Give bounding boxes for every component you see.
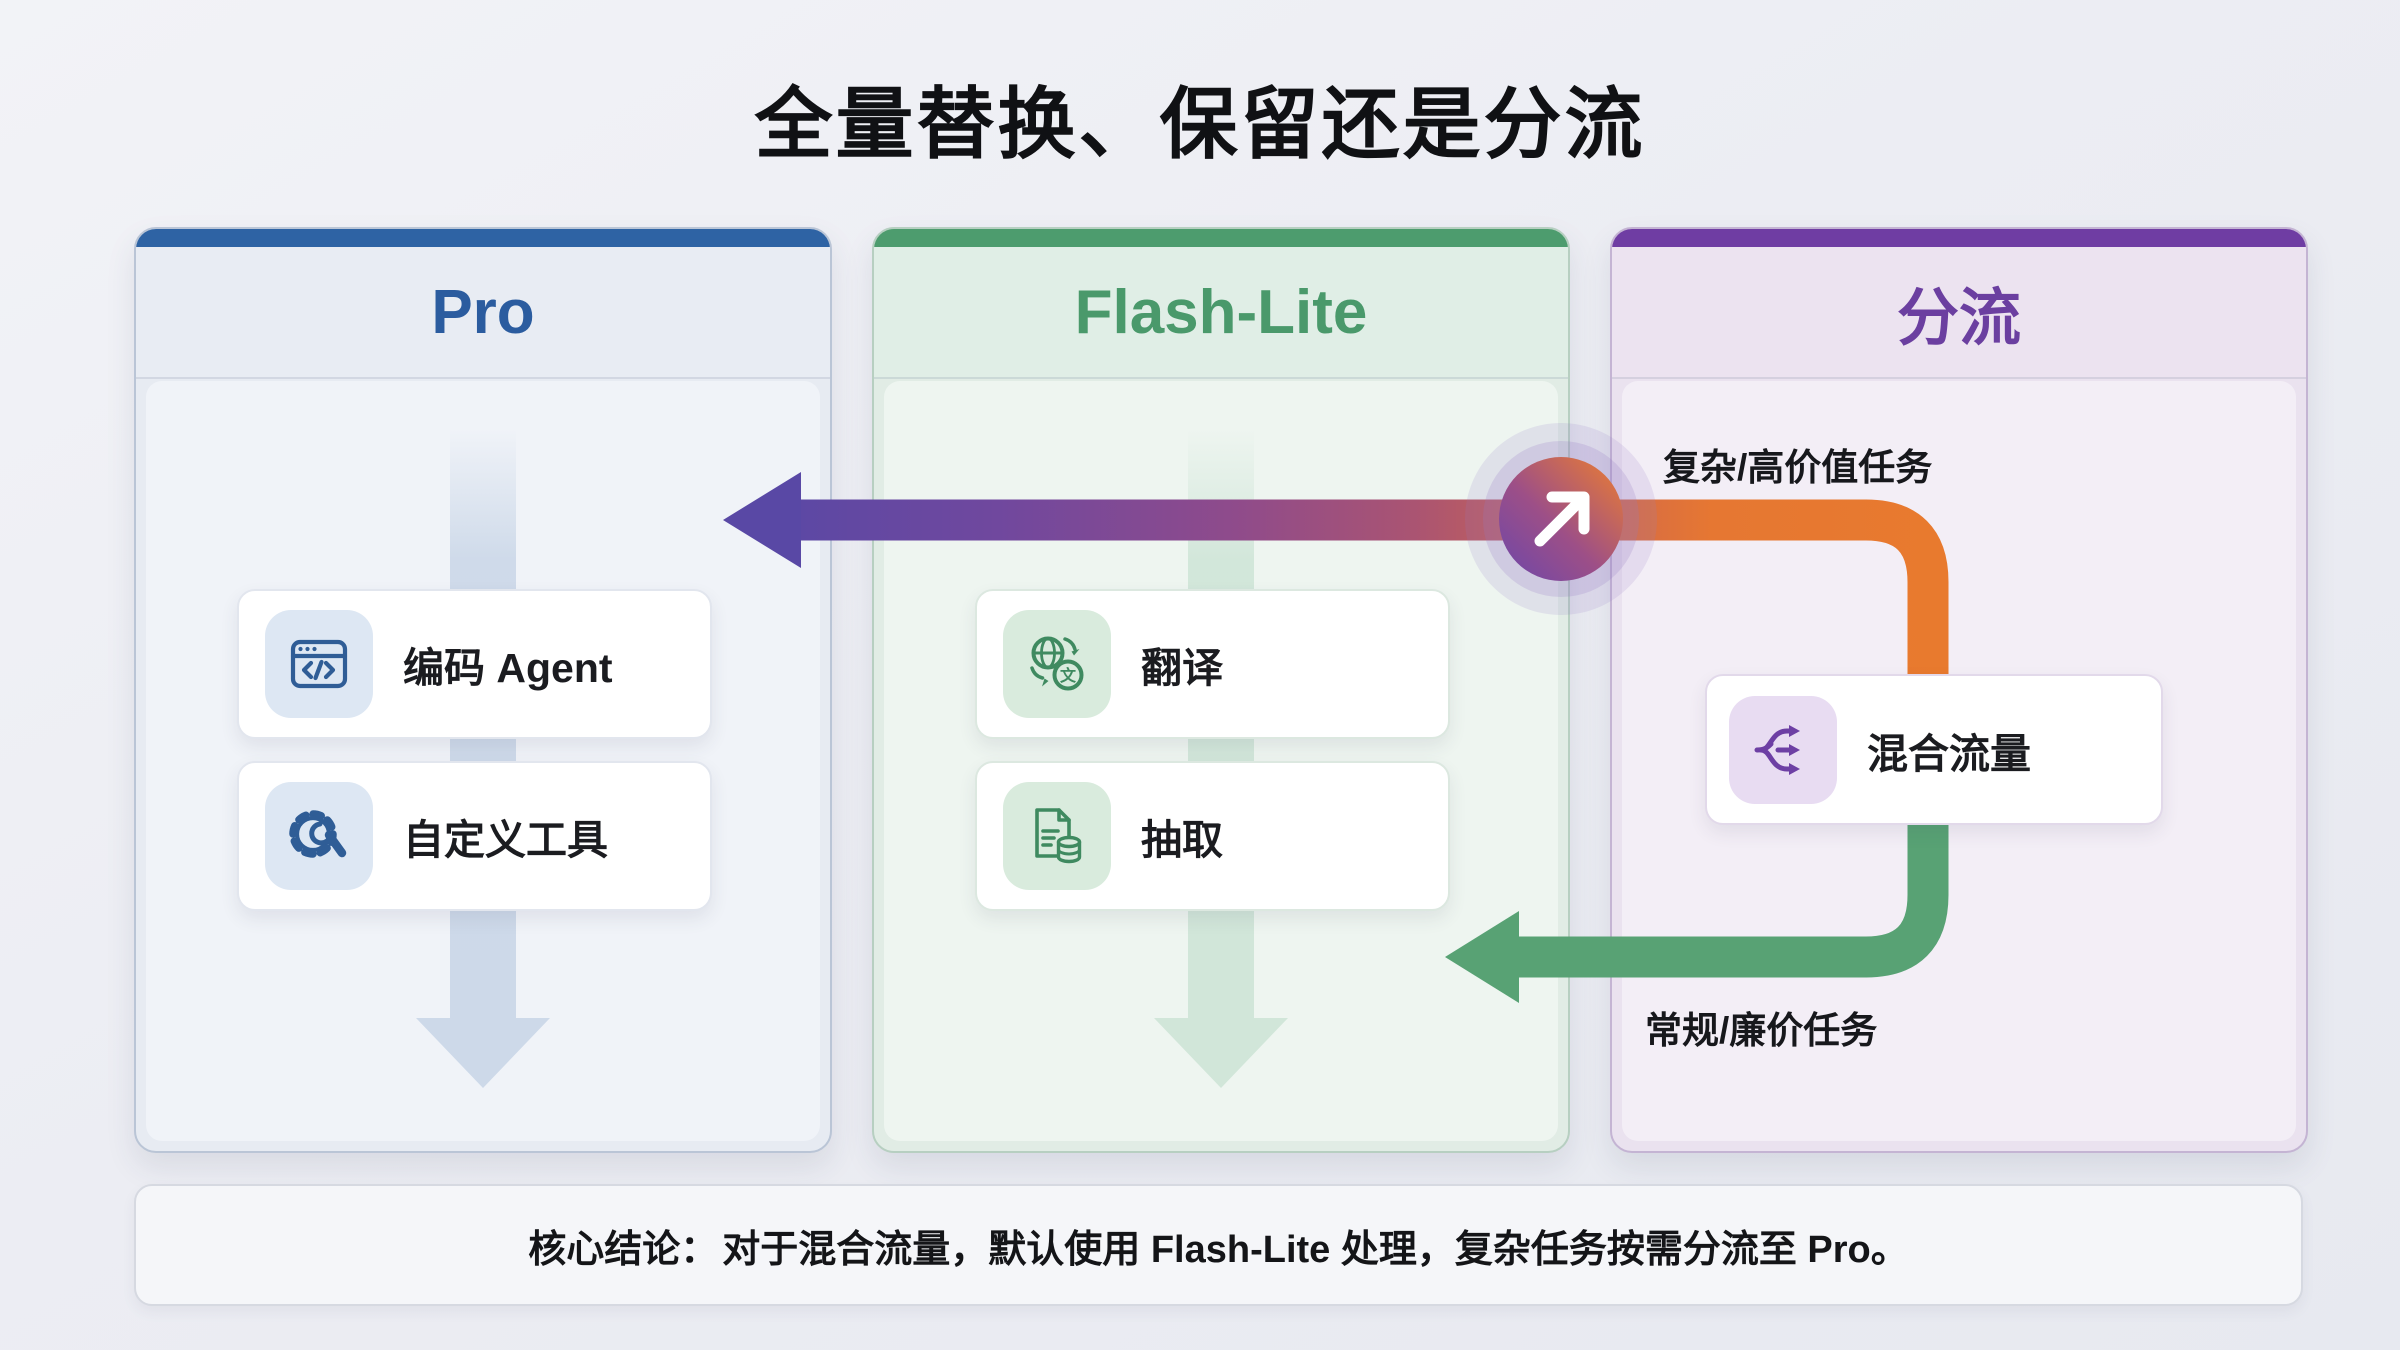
document-database-icon: [1035, 808, 1082, 864]
page-title: 全量替换、保留还是分流: [754, 80, 1646, 168]
card-title-split: 分流: [1612, 247, 2306, 379]
flow-label-regular-tasks: 常规/廉价任务: [1645, 1010, 1878, 1051]
feature-item-mixed-traffic: 混合流量: [1705, 674, 2163, 825]
feature-item-label: 抽取: [1141, 817, 1223, 863]
card-accent-strip: [874, 229, 1568, 247]
translate-globe-icon: 文: [1030, 636, 1084, 691]
flow-to-flashlite-arrowhead: [1445, 911, 1519, 1003]
code-window-icon: [290, 639, 348, 689]
junction-arrow-icon: [1534, 491, 1590, 547]
icon-tile: 文: [1003, 610, 1111, 718]
icon-tile: [265, 610, 373, 718]
card-accent-strip: [1612, 229, 2306, 247]
flow-label-complex-tasks: 复杂/高价值任务: [1663, 447, 1933, 488]
flow-to-flashlite-path: [1519, 822, 1949, 978]
model-card-pro: Pro 编码: [134, 227, 832, 1153]
shuffle-split-icon: [1754, 724, 1800, 775]
feature-item-translation: 文 翻译: [975, 589, 1450, 739]
svg-text:文: 文: [1060, 666, 1077, 685]
feature-item-label: 自定义工具: [403, 817, 608, 863]
card-title-pro: Pro: [136, 247, 830, 379]
icon-tile: [265, 782, 373, 890]
feature-item-label: 翻译: [1141, 645, 1223, 691]
feature-item-custom-tools: 自定义工具: [237, 761, 712, 911]
conclusion-label: 核心结论：: [528, 1228, 719, 1271]
gear-wrench-icon: [289, 810, 347, 858]
icon-tile: [1003, 782, 1111, 890]
conclusion-text: 对于混合流量，默认使用 Flash-Lite 处理，复杂任务按需分流至 Pro。: [722, 1228, 1909, 1271]
icon-tile: [1729, 695, 1837, 804]
card-accent-strip: [136, 229, 830, 247]
flow-to-pro-arrowhead: [723, 472, 801, 568]
flow-to-pro-path: [795, 499, 1949, 674]
conclusion-bar: 核心结论： 对于混合流量，默认使用 Flash-Lite 处理，复杂任务按需分流…: [134, 1184, 2303, 1306]
feature-item-label: 编码 Agent: [403, 645, 613, 691]
card-title-flash-lite: Flash-Lite: [874, 247, 1568, 379]
feature-item-label: 混合流量: [1867, 730, 2031, 777]
feature-item-extraction: 抽取: [975, 761, 1450, 911]
feature-item-coding-agent: 编码 Agent: [237, 589, 712, 739]
